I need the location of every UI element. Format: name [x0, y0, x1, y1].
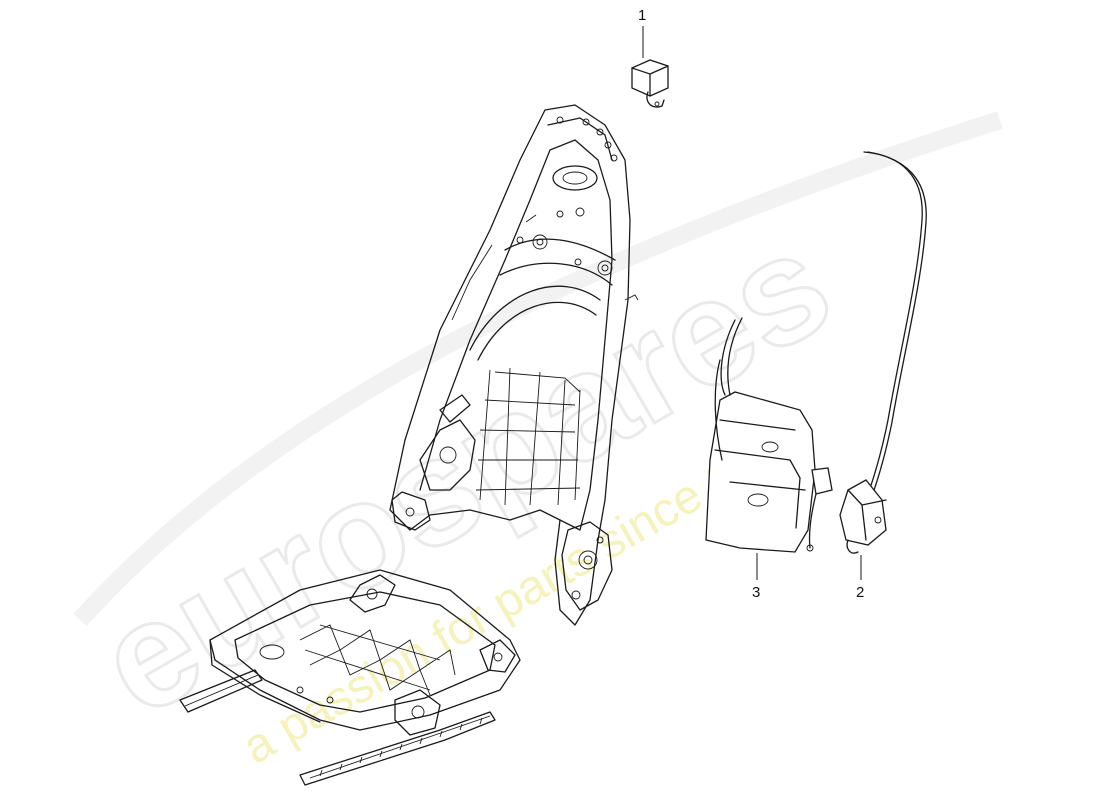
- callout-2: 2: [856, 555, 864, 601]
- callout-1-number: 1: [638, 7, 646, 24]
- watermark: eurospares a passion for parts since 198…: [71, 111, 1003, 775]
- part-1-clip: [631, 59, 669, 108]
- seat-base-frame: [179, 569, 521, 786]
- callout-1: 1: [638, 7, 646, 58]
- part-3-heating-pad: [705, 317, 833, 553]
- callout-3-number: 3: [752, 584, 760, 601]
- seat-back-frame: [389, 104, 639, 626]
- watermark-swoosh: [73, 111, 1003, 627]
- callout-3: 3: [752, 553, 760, 601]
- callout-2-number: 2: [856, 584, 864, 601]
- part-2-cable-connector: [839, 151, 927, 554]
